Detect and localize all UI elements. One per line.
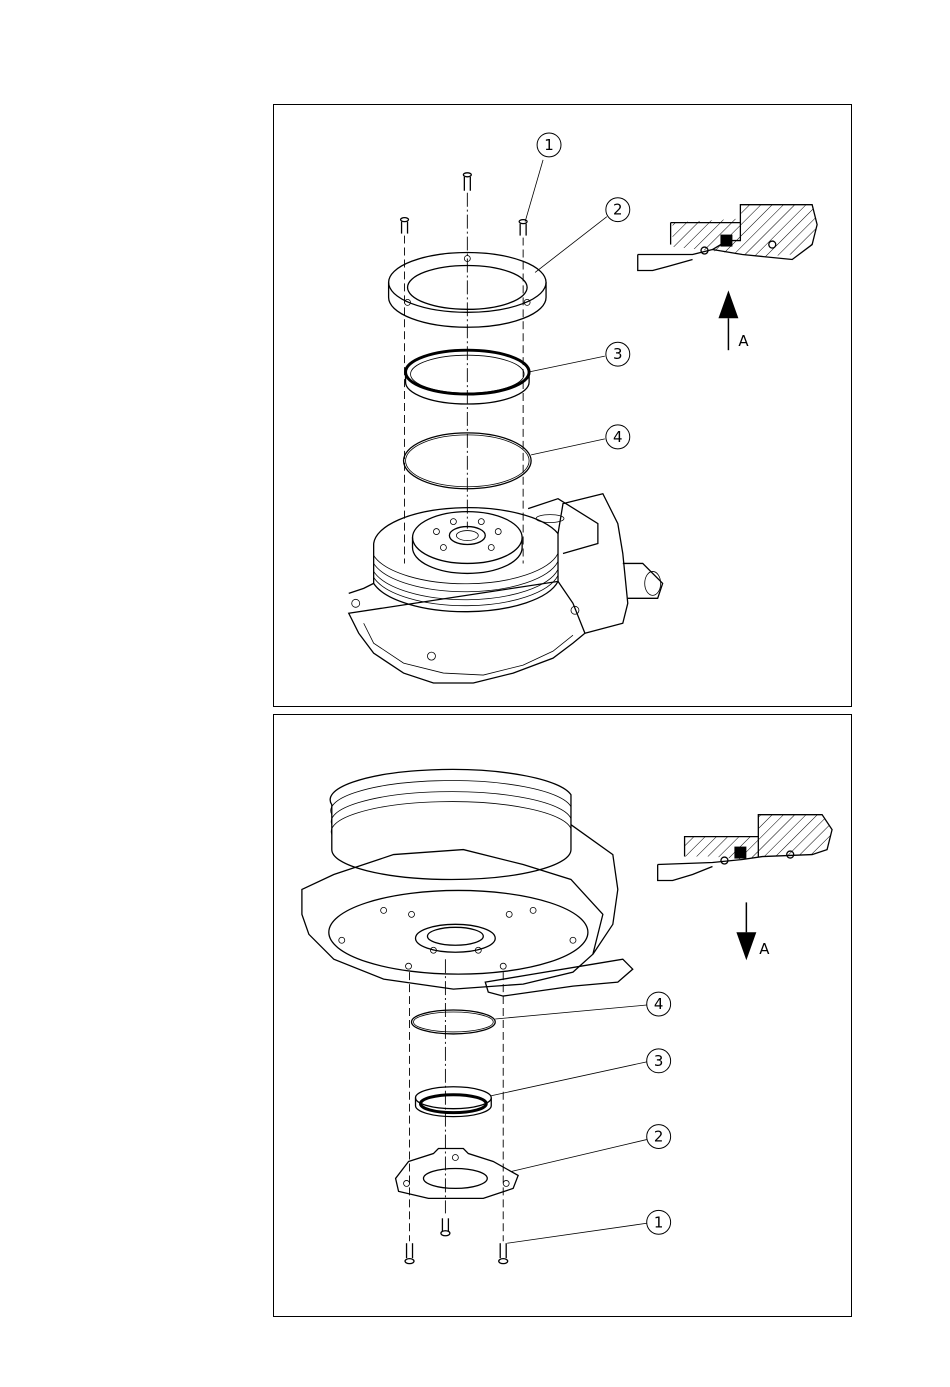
seal-ring-bottom xyxy=(416,1087,492,1117)
svg-text:A: A xyxy=(759,940,770,958)
section-detail-bottom xyxy=(658,815,832,881)
callout-4-bottom: 4 xyxy=(495,992,670,1019)
callout-2-bottom: 2 xyxy=(511,1125,670,1172)
callout-1-bottom: 1 xyxy=(507,1210,670,1243)
top-assembly-panel: 1 2 3 4 A xyxy=(273,104,852,707)
svg-text:1: 1 xyxy=(544,136,554,154)
svg-text:2: 2 xyxy=(654,1128,664,1146)
top-exploded-view: 1 2 3 4 A xyxy=(274,105,851,706)
callout-1: 1 xyxy=(525,133,561,222)
svg-text:2: 2 xyxy=(613,201,623,219)
screw-bottom-center xyxy=(441,1218,450,1235)
svg-text:A: A xyxy=(738,332,749,350)
screw-top-center xyxy=(463,173,471,191)
svg-text:3: 3 xyxy=(613,345,623,363)
callout-2: 2 xyxy=(535,198,630,273)
callout-3: 3 xyxy=(528,342,630,372)
actuator-housing xyxy=(349,494,663,683)
screw-bottom-left xyxy=(405,1243,414,1263)
svg-text:4: 4 xyxy=(654,995,664,1013)
screw-top-left xyxy=(401,218,409,234)
callout-4: 4 xyxy=(531,425,630,455)
actuator-housing-bottom xyxy=(302,769,633,996)
bottom-exploded-view: 4 3 2 1 A xyxy=(274,715,851,1316)
o-ring-bottom xyxy=(412,1010,496,1034)
callout-3-bottom: 3 xyxy=(491,1049,670,1096)
svg-text:3: 3 xyxy=(654,1052,664,1070)
bottom-assembly-panel: 4 3 2 1 A xyxy=(273,714,852,1317)
screw-top-right xyxy=(519,220,527,236)
svg-text:4: 4 xyxy=(613,428,623,446)
flange-bottom xyxy=(396,1149,519,1199)
view-arrow-a: A xyxy=(718,290,749,350)
view-arrow-a-bottom: A xyxy=(736,902,770,960)
section-detail xyxy=(638,205,817,271)
screw-bottom-right xyxy=(499,1243,508,1263)
svg-text:1: 1 xyxy=(654,1213,664,1231)
